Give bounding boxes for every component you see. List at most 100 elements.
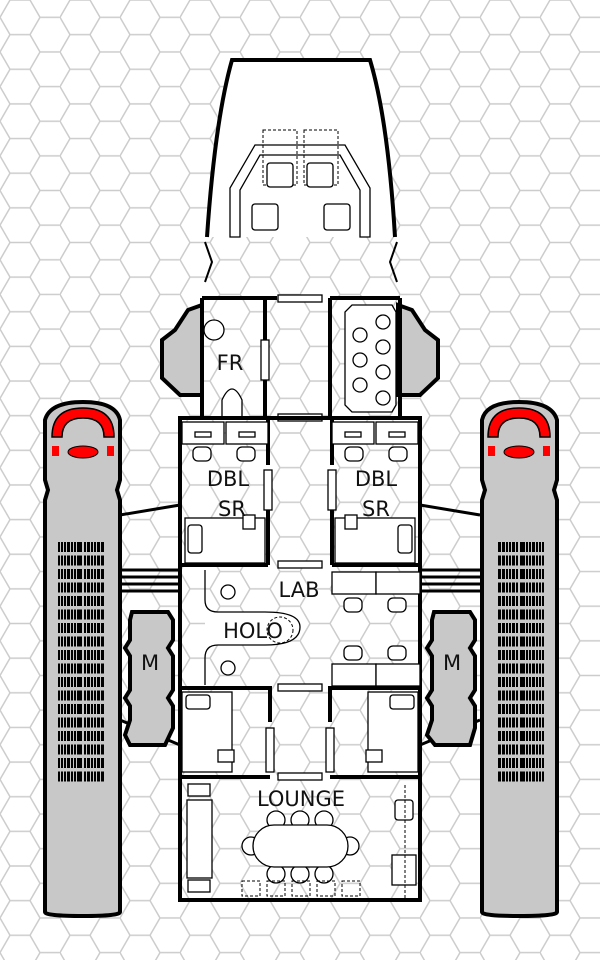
grille-bar	[101, 771, 104, 782]
grille-bar	[94, 771, 96, 782]
grille-bar	[58, 704, 60, 714]
grille-bar	[58, 744, 60, 755]
grille-bar	[97, 582, 100, 593]
grille-bar	[520, 717, 525, 728]
grille-bar	[64, 663, 66, 674]
grille-bar	[64, 569, 66, 579]
grille-bar	[516, 542, 518, 552]
grille-bar	[84, 717, 86, 728]
grille-bar	[532, 717, 535, 728]
grille-bar	[512, 771, 515, 782]
stateroom-left-furniture	[181, 421, 269, 564]
grille-bar	[71, 582, 73, 593]
grille-bar	[77, 609, 82, 620]
grille-bar	[97, 636, 100, 647]
grille-bar	[516, 569, 518, 579]
grille-bar	[58, 663, 60, 674]
grille-bar	[67, 677, 70, 687]
grille-bar	[509, 596, 511, 606]
grille-bar	[509, 569, 511, 579]
right-red-intake	[487, 407, 551, 438]
grille-bar	[61, 650, 63, 660]
grille-bar	[74, 677, 76, 687]
grille-bar	[94, 636, 96, 647]
grille-bar	[101, 623, 104, 633]
grille-bar	[506, 569, 508, 579]
grille-bar	[532, 677, 535, 687]
grille-bar	[77, 744, 82, 755]
grille-bar	[498, 596, 501, 606]
grille-bar	[526, 623, 528, 633]
grille-bar	[529, 609, 531, 620]
grille-bar	[94, 731, 96, 741]
grille-bar	[74, 623, 76, 633]
lounge-table	[252, 824, 349, 868]
grille-bar	[97, 704, 100, 714]
grille-bar	[64, 717, 66, 728]
control-console	[229, 144, 371, 238]
grille-bar	[539, 690, 541, 701]
grille-bar	[512, 636, 515, 647]
grille-bar	[101, 744, 104, 755]
room-label-stateroom-left-2: SR	[218, 497, 246, 521]
grille-bar	[87, 569, 90, 579]
grille-bar	[502, 623, 505, 633]
grille-bar	[67, 744, 70, 755]
grille-bar	[520, 663, 525, 674]
grille-bar	[512, 609, 515, 620]
grille-bar	[94, 555, 96, 566]
grille-bar	[91, 542, 93, 552]
grille-bar	[506, 609, 508, 620]
grille-bar	[512, 744, 515, 755]
grille-bar	[502, 609, 505, 620]
grille-bar	[509, 663, 511, 674]
grille-bar	[91, 690, 93, 701]
grille-bar	[542, 623, 544, 633]
grille-bar	[87, 582, 90, 593]
grille-bar	[94, 717, 96, 728]
grille-bar	[506, 555, 508, 566]
grille-bar	[542, 717, 544, 728]
grille-bar	[502, 717, 505, 728]
room-label-holo: HOLO	[223, 619, 283, 643]
grille-bar	[97, 555, 100, 566]
grille-bar	[87, 677, 90, 687]
grille-bar	[526, 731, 528, 741]
module-label-right: M	[443, 651, 461, 675]
grille-bar	[520, 677, 525, 687]
grille-bar	[516, 704, 518, 714]
grille-bar	[58, 542, 60, 552]
grille-bar	[516, 609, 518, 620]
grille-bar	[520, 771, 525, 782]
grille-bar	[542, 636, 544, 647]
grille-bar	[77, 717, 82, 728]
grille-bar	[539, 731, 541, 741]
grille-bar	[539, 677, 541, 687]
grille-bar	[532, 731, 535, 741]
grille-bar	[74, 717, 76, 728]
room-label-stateroom-left-1: DBL	[207, 467, 250, 491]
grille-bar	[84, 663, 86, 674]
grille-bar	[64, 690, 66, 701]
grille-bar	[502, 596, 505, 606]
holo-projector	[266, 616, 294, 644]
grille-bar	[532, 596, 535, 606]
grille-bar	[94, 542, 96, 552]
grille-bar	[67, 582, 70, 593]
pilot-seat	[266, 162, 294, 188]
grille-bar	[67, 731, 70, 741]
grille-bar	[58, 690, 60, 701]
grille-bar	[509, 582, 511, 593]
grille-bar	[509, 609, 511, 620]
grille-bar	[71, 758, 73, 768]
grille-bar	[87, 636, 90, 647]
grille-bar	[67, 609, 70, 620]
grille-bar	[97, 569, 100, 579]
grille-bar	[84, 569, 86, 579]
grille-bar	[520, 596, 525, 606]
grille-bar	[542, 704, 544, 714]
grille-bar	[516, 650, 518, 660]
grille-bar	[498, 690, 501, 701]
grille-bar	[498, 555, 501, 566]
grille-bar	[101, 663, 104, 674]
